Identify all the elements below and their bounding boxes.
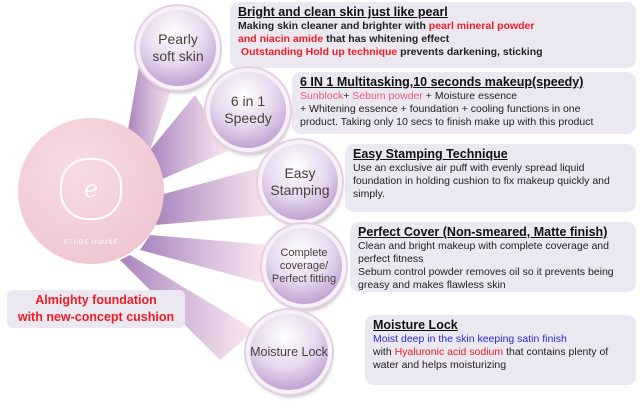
feature-card-pearly: Bright and clean skin just like pearl Ma… [230,2,636,68]
text: Making skin cleaner and brighter with [238,20,429,32]
text: + Whitening essence + foundation + cooli… [300,103,581,115]
text: that contains plenty of water and helps … [373,346,609,371]
tagline-line2: with new-concept cushion [17,310,175,324]
feature-card-moisture: Moisture Lock Moist deep in the skin kee… [365,315,636,385]
feature-title: 6 IN 1 Multitasking,10 seconds makeup(sp… [300,75,584,89]
feature-title: Easy Stamping Technique [353,147,508,161]
highlight: Sunblock [300,90,344,102]
badge-text: Speedy [224,110,272,126]
text: prevents darkening, sticking [397,46,543,58]
feature-card-stamping: Easy Stamping Technique Use an exclusive… [345,144,636,212]
ray-3 [155,165,275,225]
badge-text: Moisture Lock [250,344,328,359]
badge-text: Perfect fitting [271,272,337,285]
ray-4 [140,235,270,285]
text: Use an exclusive air puff with evenly sp… [353,162,610,200]
feature-title: Perfect Cover (Non-smeared, Matte finish… [358,225,608,239]
feature-card-speedy: 6 IN 1 Multitasking,10 seconds makeup(sp… [292,72,636,134]
ray-2 [150,95,230,180]
tagline: Almighty foundation with new-concept cus… [7,290,185,328]
text: + [343,90,353,102]
badge-text: Stamping [270,182,330,198]
badge-text: soft skin [152,48,204,64]
badge-text: Complete [280,246,328,259]
text: product. Taking only 10 secs to finish m… [300,116,594,128]
badge-text: 6 in 1 [230,93,266,109]
feature-title: Bright and clean skin just like pearl [238,5,448,19]
tagline-line1: Almighty foundation [35,293,157,307]
highlight: and niacin amide [238,33,324,45]
highlight: Hyaluronic acid sodium [394,346,504,358]
feature-card-cover: Perfect Cover (Non-smeared, Matte finish… [350,222,636,292]
text: + Moisture essence [422,90,518,102]
text: that has whitening effect [323,33,450,45]
text: Clean and bright makeup with complete co… [358,240,609,265]
text: with [373,346,395,358]
brand-name: ETUDE HOUSE [64,240,119,246]
badge-text: coverage/ [279,259,329,272]
highlight: Outstanding Hold up technique [240,46,398,58]
badge-moisture-lock: Moisture Lock [250,314,328,390]
ray-5 [120,255,255,360]
cushion-compact-image [18,118,164,264]
highlight: Sebum powder [352,90,423,102]
badge-text: Easy [284,165,316,181]
highlight: Moist deep in the skin keeping satin fin… [373,333,567,345]
feature-title: Moisture Lock [373,318,458,332]
badge-text: Pearly [158,31,198,47]
highlight: pearl mineral powder [428,20,535,32]
brand-logo: e [60,158,122,220]
text: Sebum control powder removes oil so it p… [358,266,614,291]
